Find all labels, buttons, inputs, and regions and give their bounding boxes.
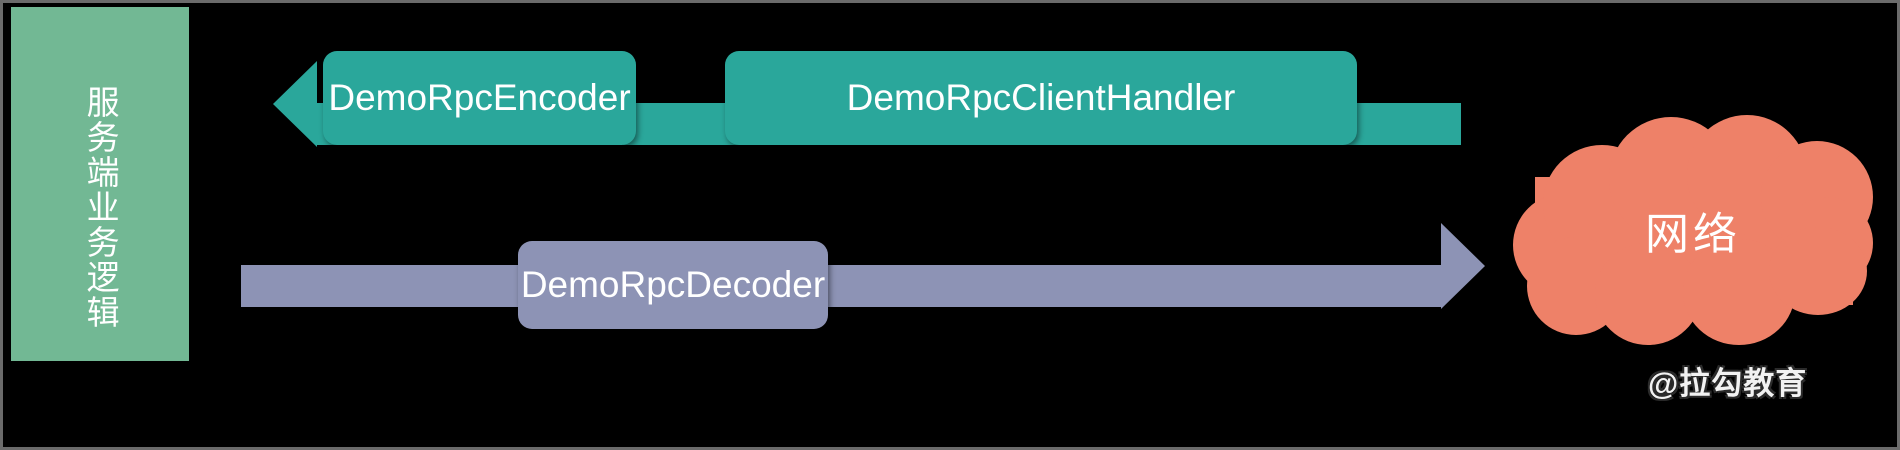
node-demo-rpc-decoder[interactable]: DemoRpcDecoder [518, 241, 828, 329]
node-demo-rpc-encoder-label: DemoRpcEncoder [328, 77, 631, 118]
outbound-arrow-head-icon [273, 61, 317, 147]
server-business-logic-label: 服务端业务逻辑 [82, 84, 120, 330]
watermark-text: @拉勾教育 [1648, 366, 1808, 401]
node-demo-rpc-client-handler[interactable]: DemoRpcClientHandler [725, 51, 1357, 145]
inbound-arrow-head-icon [1441, 223, 1485, 309]
outbound-arrow-shaft-right [1343, 103, 1461, 145]
node-demo-rpc-decoder-label: DemoRpcDecoder [520, 264, 826, 305]
cloud-puff-bottom-far-right [1769, 227, 1867, 315]
node-demo-rpc-client-handler-label: DemoRpcClientHandler [846, 77, 1236, 118]
network-cloud[interactable]: 网络 [1513, 115, 1873, 345]
node-demo-rpc-encoder[interactable]: DemoRpcEncoder [323, 51, 636, 145]
inbound-arrow-shaft-right [815, 265, 1441, 307]
server-business-logic-panel: 服务端业务逻辑 [11, 7, 189, 361]
network-cloud-label: 网络 [1645, 210, 1741, 259]
